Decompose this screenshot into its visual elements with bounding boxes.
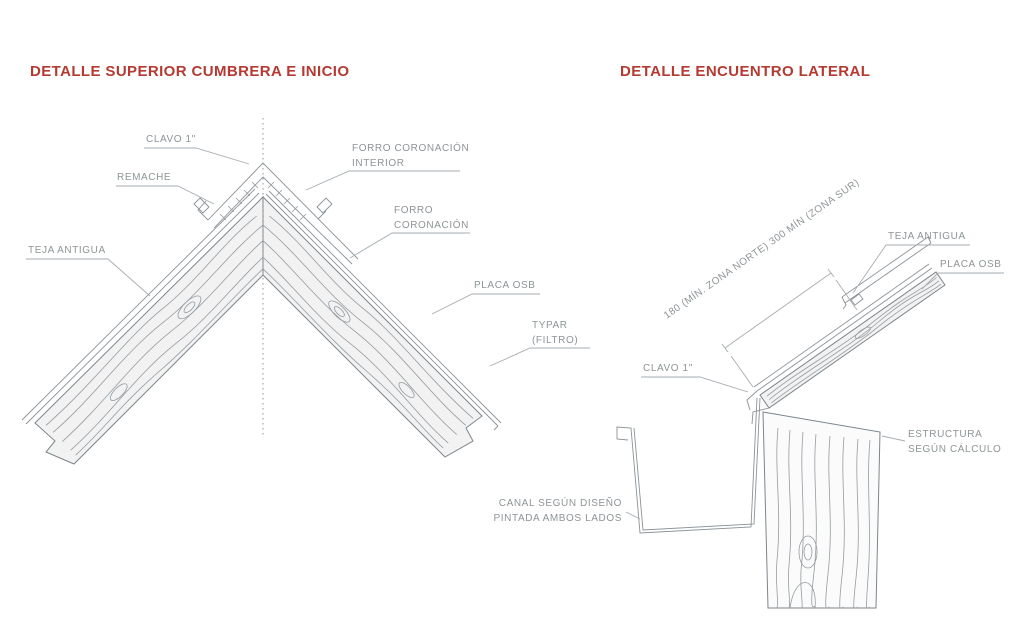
tile-course [841, 236, 932, 310]
label-canal-line1: CANAL SEGÚN DISEÑO [498, 498, 622, 509]
gutter-profile [616, 397, 761, 534]
ridge-board-left [34, 195, 264, 465]
right-detail-title: DETALLE ENCUENTRO LATERAL [620, 63, 871, 80]
ridge-drawing [21, 118, 590, 465]
beam-grain [776, 427, 871, 608]
rivet-clip-left [193, 197, 210, 214]
label-forro-line1: FORRO [394, 205, 434, 216]
label-forro-interior-line1: FORRO CORONACIÓN [352, 143, 470, 154]
rivet-clip-right [316, 197, 333, 214]
slope-board [759, 271, 946, 409]
label-remache: REMACHE [117, 172, 172, 183]
slope-grain [766, 277, 942, 404]
label-forro: FORRO CORONACIÓN [394, 203, 469, 233]
wood-grain-left [45, 215, 263, 456]
label-canal: CANAL SEGÚN DISEÑO PINTADA AMBOS LADOS [480, 496, 622, 526]
left-detail-title: DETALLE SUPERIOR CUMBRERA E INICIO [30, 63, 350, 80]
dimension-line [721, 268, 858, 388]
label-estructura: ESTRUCTURA SEGÚN CÁLCULO [908, 427, 1001, 457]
apex-hatch [219, 181, 307, 221]
left-leader-lines [26, 147, 590, 367]
label-teja-left: TEJA ANTIGUA [28, 245, 106, 256]
ridge-board-right [262, 195, 483, 458]
label-estructura-line2: SEGÚN CÁLCULO [908, 444, 1002, 455]
structure-beam [762, 411, 881, 609]
label-canal-line2: PINTADA AMBOS LADOS [493, 513, 622, 524]
label-forro-line2: CORONACIÓN [394, 220, 469, 231]
drip-edge [746, 390, 758, 411]
label-typar-line2: (FILTRO) [532, 335, 579, 346]
label-typar: TYPAR (FILTRO) [532, 318, 578, 348]
ridge-cap-inner [213, 176, 353, 265]
label-placa-left: PLACA OSB [474, 280, 536, 291]
tile-clip [850, 293, 864, 306]
label-forro-interior: FORRO CORONACIÓN INTERIOR [352, 141, 469, 171]
label-placa-right: PLACA OSB [940, 259, 1002, 270]
label-forro-interior-line2: INTERIOR [352, 158, 405, 169]
label-typar-line1: TYPAR [532, 320, 568, 331]
label-teja-right: TEJA ANTIGUA [888, 231, 966, 242]
label-clavo-right: CLAVO 1" [643, 363, 693, 374]
lateral-drawing [616, 236, 1004, 609]
wood-grain-right [263, 215, 474, 449]
label-clavo-left: CLAVO 1" [146, 134, 196, 145]
right-leader-lines [625, 244, 1004, 520]
label-estructura-line1: ESTRUCTURA [908, 429, 983, 440]
